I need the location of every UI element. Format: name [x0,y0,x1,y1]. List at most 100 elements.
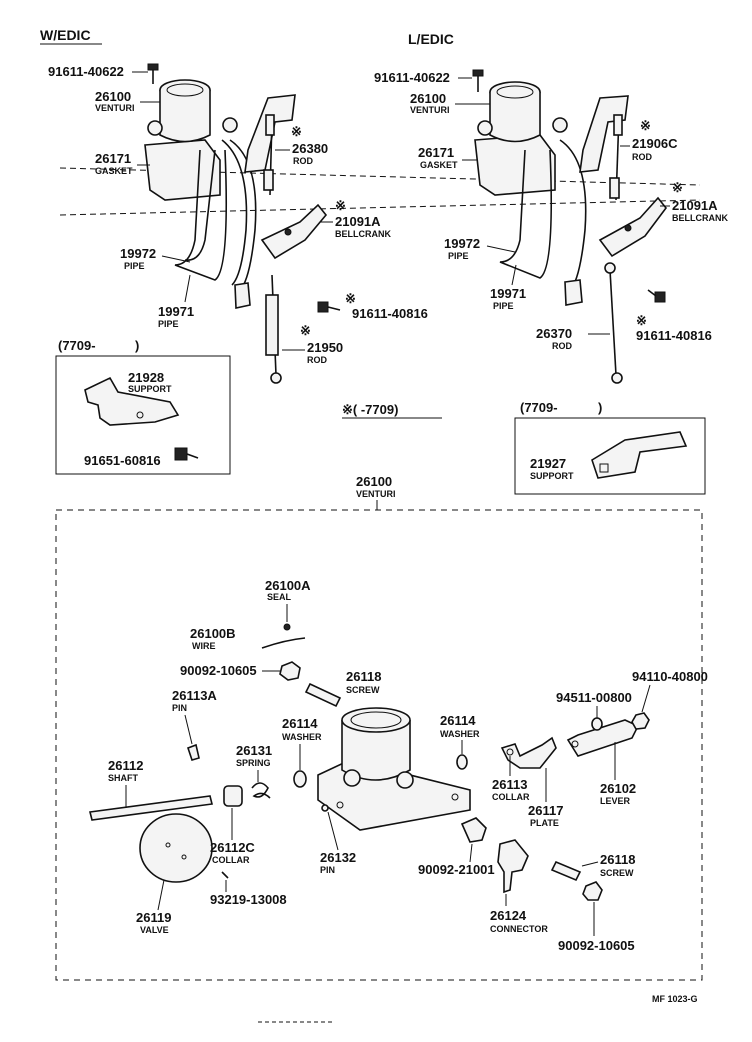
connector-26124 [497,839,529,894]
top-right-assembly [472,69,668,384]
valve-screw [221,871,229,879]
rod-end [265,114,275,136]
pipe-19972 [499,149,553,279]
venturi-boss [343,769,361,787]
collar-26112c [223,785,243,807]
label-26118: 26118 [600,852,635,867]
rod-eye [611,372,623,384]
label-91651-60816: 91651-60816 [84,453,161,468]
rod-sleeve [265,294,279,356]
valve-hole [181,854,187,860]
gasket-block [474,134,556,196]
bolt-head [654,291,666,303]
nut-90092-10605 [582,881,603,901]
bellcrank-21091a [598,196,668,258]
assembly-frame [55,509,703,981]
seal-26100a [283,623,291,631]
header-w-edic: W/EDIC [40,27,91,43]
bracket-label: (7709- [520,400,558,415]
note-mark: ※ [335,198,346,213]
venturi-fitting [147,120,163,136]
bolt-head [147,63,159,71]
label-shaft: SHAFT [108,773,138,783]
leader-line [581,861,599,867]
label-26132: 26132 [320,850,356,865]
label-21091a: 21091A [672,198,718,213]
leader-line [184,274,191,303]
label-wire: WIRE [192,641,216,651]
pipe-19971 [559,139,587,291]
label-26124: 26124 [490,908,527,923]
label-93219-13008: 93219-13008 [210,892,287,907]
valve-hole [165,842,171,848]
label-21091a: 21091A [335,214,381,229]
label-19971: 19971 [490,286,526,301]
label-94511-00800: 94511-00800 [556,690,632,705]
label-pin: PIN [320,865,335,875]
label-26114: 26114 [282,716,318,731]
rod-eye [270,372,282,384]
pin-26132 [321,804,329,812]
label-washer: WASHER [440,729,480,739]
washer-94511 [591,717,603,731]
label-26171: 26171 [418,145,454,160]
leader-line [157,879,165,911]
leader-line [327,811,339,851]
label-venturi: VENTURI [356,489,396,499]
label-26118: 26118 [346,669,381,684]
leader-line [511,264,517,286]
label-26112: 26112 [108,758,143,773]
label-91611-40816: 91611-40816 [352,306,428,321]
label-26100b: 26100B [190,626,236,641]
label-90092-10605: 90092-10605 [558,938,635,953]
label-support: SUPPORT [530,471,574,481]
label-support: SUPPORT [128,384,172,394]
bracket-label: (7709- [58,338,96,353]
label-valve: VALVE [140,925,169,935]
reference-line [59,167,701,186]
nut-94110 [631,712,650,730]
label-lever: LEVER [600,796,631,806]
label-venturi: VENTURI [95,103,135,113]
label-91611-40816: 91611-40816 [636,328,712,343]
label-26119: 26119 [136,910,171,925]
note-mark: ※ [291,124,302,139]
leader-line [184,714,193,745]
bracket-label-close: ) [135,338,139,353]
venturi-fitting [552,117,568,133]
shaft-26112 [89,795,213,821]
label-21927: 21927 [530,456,566,471]
support-hole [599,463,609,473]
wire-26100b [261,637,306,649]
lever-hole [571,740,579,748]
mount-hole [336,801,344,809]
spring-26131 [251,782,271,799]
plate-26117 [500,736,557,769]
bracket-label-close: ) [598,400,602,415]
leader-line [161,255,191,263]
support-21927 [591,431,688,479]
label-26113a: 26113A [172,688,217,703]
label-26370: 26370 [536,326,572,341]
screw-26118 [304,682,342,708]
note-range: ※( -7709) [342,402,398,417]
note-mark: ※ [640,118,651,133]
label-26100: 26100 [95,89,131,104]
label-26102: 26102 [600,781,636,796]
pipe-19971-inner [221,139,248,286]
label-91611-40622: 91611-40622 [374,70,450,85]
gasket-block [144,139,221,201]
nut-90092-10605 [279,661,301,681]
label-pipe: PIPE [448,251,469,261]
drawing-code: MF 1023-G [652,994,698,1004]
venturi-body [159,90,211,143]
leader-line [486,245,516,253]
bolt-shank [647,289,657,297]
bracket-foot [564,279,583,306]
label-26100: 26100 [356,474,392,489]
rod-end [263,169,274,191]
washer-26114 [293,770,307,788]
label-21906c: 21906C [632,136,678,151]
label-91611-40622: 91611-40622 [48,64,124,79]
